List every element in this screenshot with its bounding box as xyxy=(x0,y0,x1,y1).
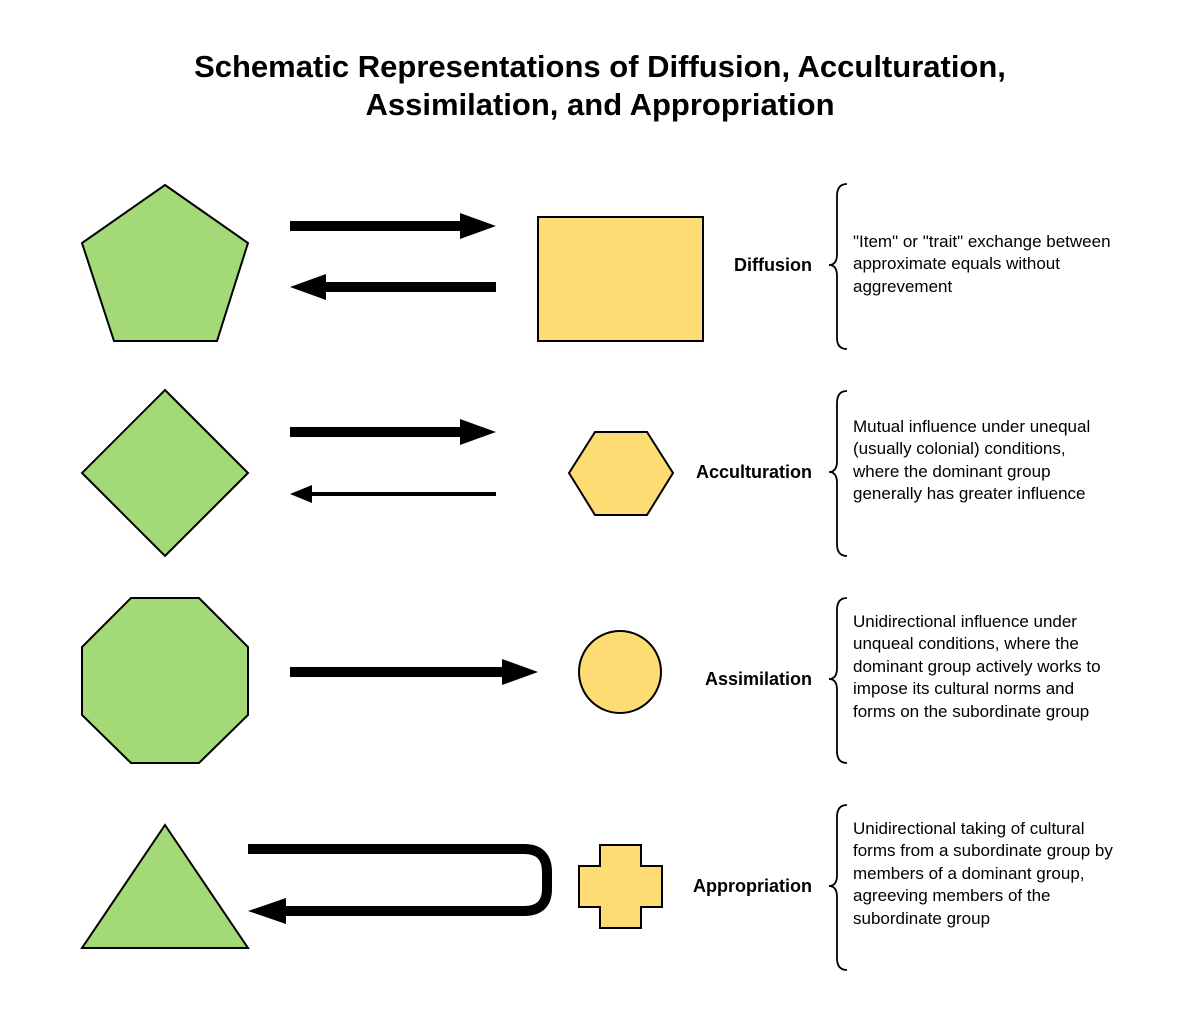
assimilation-description: Unidirectional influence under unqueal c… xyxy=(853,612,1101,721)
diamond-shape xyxy=(80,388,250,558)
square-shape xyxy=(537,216,704,342)
assimilation-label: Assimilation xyxy=(704,669,812,689)
arrow-to-source xyxy=(290,274,496,300)
arrow-to-target xyxy=(290,213,496,239)
thin-arrow-to-source xyxy=(290,485,496,503)
brace-icon xyxy=(828,597,848,764)
loop-arrow-to-source xyxy=(248,844,552,924)
brace-icon xyxy=(828,804,848,971)
title-line-1: Schematic Representations of Diffusion, … xyxy=(194,49,1006,84)
appropriation-label: Appropriation xyxy=(693,876,812,896)
pentagon-shape xyxy=(80,183,250,342)
octagon-shape xyxy=(81,597,249,764)
acculturation-label: Acculturation xyxy=(695,462,812,482)
acculturation-description: Mutual influence under unequal (usually … xyxy=(853,417,1091,504)
arrow-to-target xyxy=(290,419,496,445)
circle-shape xyxy=(578,630,662,714)
brace-icon xyxy=(828,390,848,557)
appropriation-description: Unidirectional taking of cultural forms … xyxy=(853,819,1113,928)
triangle-shape xyxy=(80,823,250,949)
arrow-to-target xyxy=(290,659,538,685)
brace-icon xyxy=(828,183,848,350)
title-line-2: Assimilation, and Appropriation xyxy=(365,87,835,122)
hexagon-shape xyxy=(567,431,675,516)
cross-shape xyxy=(578,844,663,929)
diffusion-label: Diffusion xyxy=(734,255,812,275)
diagram-title: Schematic Representations of Diffusion, … xyxy=(0,48,1200,124)
diffusion-description: "Item" or "trait" exchange between appro… xyxy=(853,232,1111,296)
